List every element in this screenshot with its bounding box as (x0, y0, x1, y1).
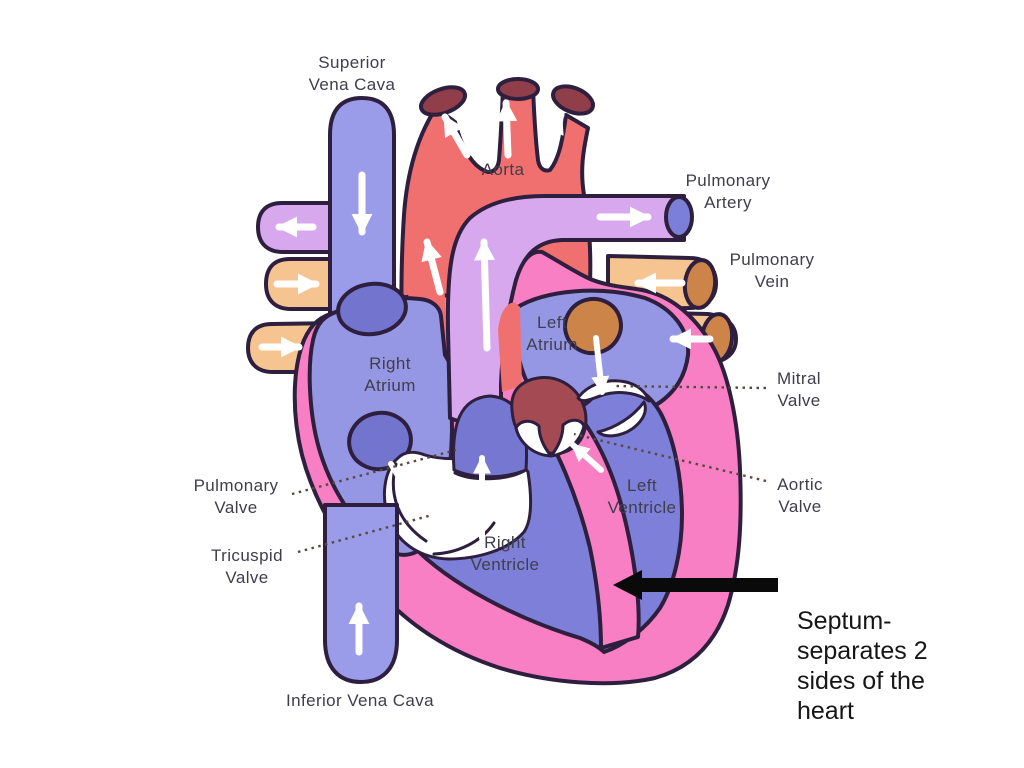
septum-annotation: Septum- separates 2 sides of the heart (797, 607, 928, 725)
label-pulmonary-valve: Pulmonary Valve (193, 475, 279, 517)
septum-pointer-arrow (613, 570, 778, 600)
flow-arrow-left-ventricle-to-aorta (570, 442, 604, 473)
leader-pulmonary-valve (291, 448, 457, 496)
label-tricuspid-valve: Tricuspid Valve (211, 545, 283, 587)
aortic-root-wedge (498, 302, 522, 392)
label-leader-lines (291, 384, 767, 554)
label-aorta: Aorta (481, 159, 525, 179)
inferior-vena-cava-vessel (323, 503, 399, 684)
leader-aortic-valve (573, 432, 767, 483)
tricuspid-valve-arc-inner (432, 521, 496, 556)
flow-arrow-right-atrium-down (388, 461, 417, 505)
ivc-opening-into-atrium (347, 410, 413, 472)
label-left-ventricle: Left Ventricle (607, 475, 677, 517)
label-aortic-valve: Aortic Valve (777, 474, 823, 516)
label-left-atrium: Left Atrium (526, 312, 578, 354)
svc-opening-into-atrium (336, 281, 408, 337)
blood-flow-arrows (258, 99, 714, 656)
flow-arrow-pulmonary-trunk-up (474, 238, 496, 352)
aortic-valve-cusp-left (514, 419, 553, 458)
aorta-branch-opening-middle (496, 77, 540, 101)
label-superior-vena-cava: Superior Vena Cava (308, 52, 396, 94)
aorta-branch-opening-right (551, 84, 595, 116)
flow-arrow-left-atrium-down (591, 335, 610, 395)
label-pulmonary-artery: Pulmonary Artery (685, 170, 771, 212)
pulmonary-valve-arc (453, 469, 526, 481)
label-right-ventricle: Right Ventricle (470, 532, 540, 574)
label-right-atrium: Right Atrium (364, 353, 416, 395)
leader-tricuspid-valve (297, 513, 433, 554)
leader-mitral-valve (611, 384, 767, 390)
pulmonary-artery-end-opening (664, 195, 694, 239)
label-pulmonary-vein: Pulmonary Vein (729, 249, 815, 291)
label-mitral-valve: Mitral Valve (777, 368, 821, 410)
flow-arrow-aorta-body-up (421, 238, 444, 296)
flow-arrow-aorta-branch-right (541, 111, 565, 157)
mitral-valve-leaflet-lower (596, 400, 647, 438)
aorta-branch-opening-left (419, 85, 467, 117)
label-inferior-vena-cava: Inferior Vena Cava (285, 690, 435, 710)
flow-arrow-aorta-branch-left (441, 113, 471, 159)
pulmonary-artery-vessel (445, 194, 686, 425)
flow-arrow-aorta-branch-middle (496, 99, 518, 159)
